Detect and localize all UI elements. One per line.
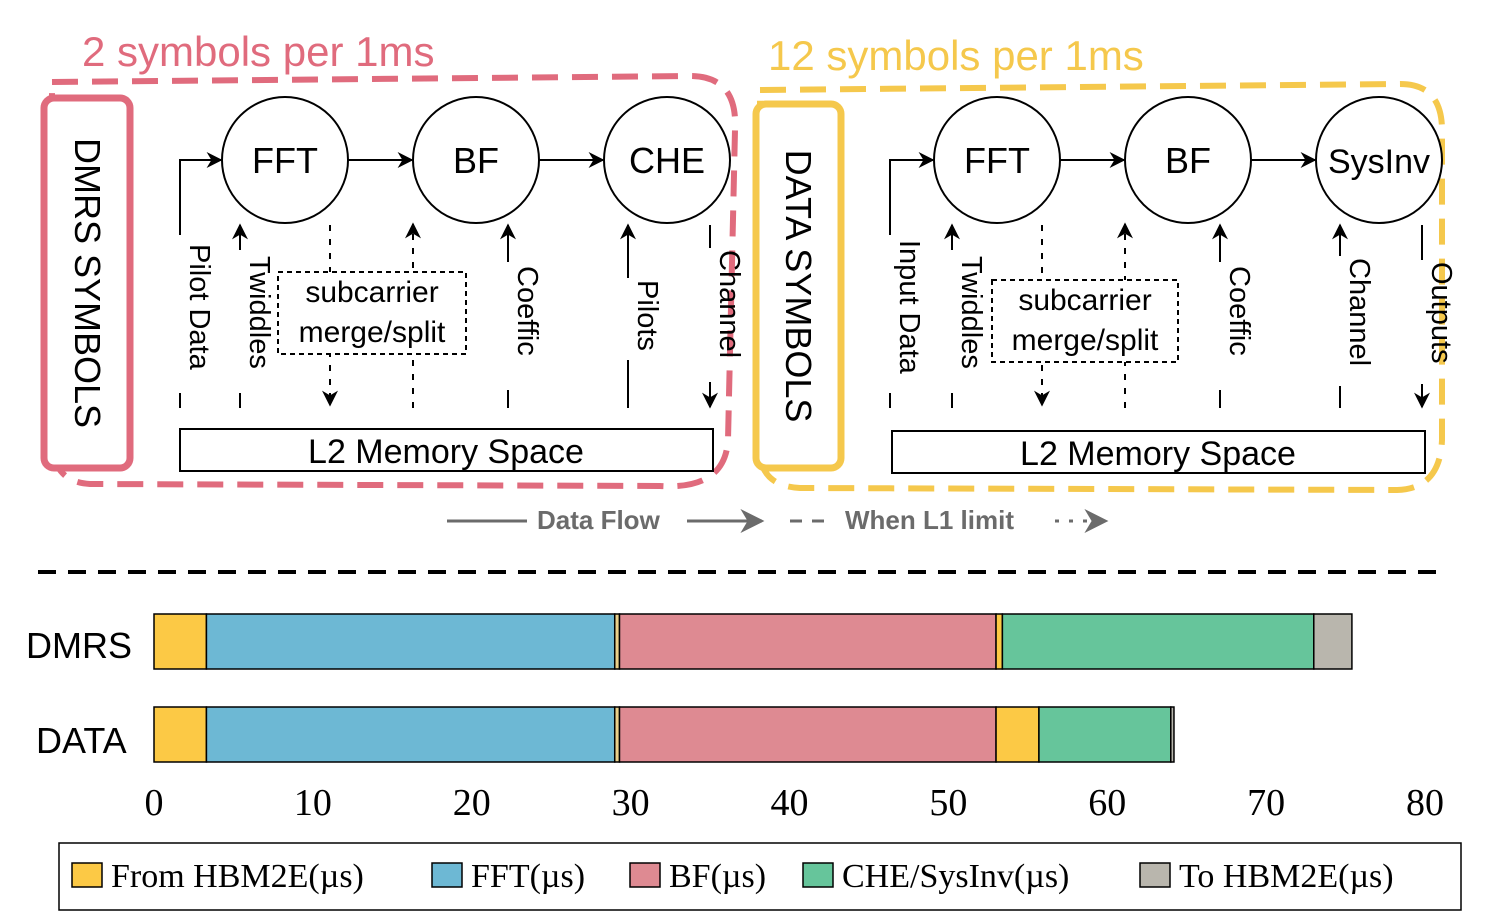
legend-label-0: From HBM2E(µs) bbox=[111, 858, 364, 895]
dmrs-pilots-label: Pilots bbox=[631, 280, 663, 351]
bar-segment-dmrs-4 bbox=[995, 613, 1004, 670]
bar-segment-data-5 bbox=[1038, 706, 1172, 763]
dmrs-group-title: 2 symbols per 1ms bbox=[82, 28, 434, 75]
data-coeffic-label: Coeffic bbox=[1223, 266, 1255, 356]
dmrs-pilot-data-line bbox=[179, 152, 223, 235]
legend-label-4: To HBM2E(µs) bbox=[1179, 858, 1394, 895]
data-twiddles-label: Twiddles bbox=[955, 256, 987, 369]
category-label-data: DATA bbox=[36, 720, 127, 761]
bar-segment-dmrs-3 bbox=[618, 613, 997, 670]
category-label-dmrs: DMRS bbox=[26, 625, 132, 666]
legend-swatch-4 bbox=[1139, 862, 1171, 888]
bar-segment-data-0 bbox=[153, 706, 208, 763]
data-group: 12 symbols per 1ms DATA SYMBOLS FFT BF S… bbox=[752, 32, 1457, 494]
dmrs-group: 2 symbols per 1ms DMRS SYMBOLS FFT BF CH… bbox=[40, 28, 745, 490]
data-group-border bbox=[757, 80, 1445, 494]
bar-segment-dmrs-5 bbox=[1001, 613, 1315, 670]
x-tick-label: 30 bbox=[612, 782, 650, 824]
l1-limit-label: When L1 limit bbox=[845, 505, 1014, 535]
data-side-box bbox=[752, 100, 845, 472]
bar-segment-data-6 bbox=[1170, 706, 1175, 763]
dmrs-group-border bbox=[49, 72, 739, 490]
data-channel-label: Channel bbox=[1343, 258, 1375, 366]
dmrs-memory-label: L2 Memory Space bbox=[308, 433, 584, 471]
bar-segment-dmrs-1 bbox=[205, 613, 616, 670]
x-tick-label: 20 bbox=[453, 782, 491, 824]
dmrs-fft-label: FFT bbox=[252, 140, 318, 181]
dmrs-memory-box bbox=[179, 428, 714, 472]
data-input-line bbox=[889, 152, 935, 235]
data-flow-label: Data Flow bbox=[537, 505, 661, 535]
dmrs-subcarrier-line1: subcarrier bbox=[305, 276, 438, 309]
x-tick-label: 70 bbox=[1247, 782, 1285, 824]
x-tick-label: 10 bbox=[294, 782, 332, 824]
dmrs-pilot-data-label: Pilot Data bbox=[183, 244, 215, 371]
dmrs-che-label: CHE bbox=[629, 140, 705, 181]
data-bf-label: BF bbox=[1165, 140, 1211, 181]
data-outputs-label: Outputs bbox=[1425, 262, 1457, 364]
legend-swatch-3 bbox=[802, 862, 834, 888]
x-tick-label: 40 bbox=[771, 782, 809, 824]
data-subcarrier-line1: subcarrier bbox=[1018, 284, 1151, 317]
legend-label-3: CHE/SysInv(µs) bbox=[842, 858, 1069, 895]
chart-legend-box bbox=[58, 842, 1462, 911]
dmrs-twiddles-label: Twiddles bbox=[243, 256, 275, 369]
data-fft-label: FFT bbox=[964, 140, 1030, 181]
data-memory-label: L2 Memory Space bbox=[1020, 435, 1296, 473]
x-tick-label: 80 bbox=[1406, 782, 1444, 824]
bar-segment-data-4 bbox=[995, 706, 1040, 763]
dmrs-coeffic-label: Coeffic bbox=[511, 266, 543, 356]
legend-swatch-2 bbox=[629, 862, 661, 888]
dmrs-subcarrier-box bbox=[277, 271, 467, 355]
dmrs-side-box bbox=[40, 94, 134, 472]
data-subcarrier-line2: merge/split bbox=[1012, 324, 1159, 357]
legend-label-2: BF(µs) bbox=[669, 858, 766, 895]
data-sysinv-label: SysInv bbox=[1328, 143, 1430, 181]
data-group-title: 12 symbols per 1ms bbox=[768, 32, 1144, 79]
legend-swatch-0 bbox=[71, 862, 103, 888]
data-input-label: Input Data bbox=[893, 240, 925, 375]
dmrs-bf-label: BF bbox=[453, 140, 499, 181]
dmrs-channel-label: Channel bbox=[713, 250, 745, 358]
bar-segment-dmrs-0 bbox=[153, 613, 208, 670]
x-tick-label: 50 bbox=[929, 782, 967, 824]
bar-segment-data-3 bbox=[618, 706, 997, 763]
data-memory-box bbox=[891, 430, 1426, 474]
bar-segment-dmrs-6 bbox=[1313, 613, 1353, 670]
x-tick-label: 0 bbox=[145, 782, 164, 824]
dmrs-side-label: DMRS SYMBOLS bbox=[67, 138, 108, 428]
dmrs-subcarrier-line2: merge/split bbox=[299, 316, 446, 349]
x-tick-label: 60 bbox=[1088, 782, 1126, 824]
timing-bar-chart: DMRS DATA 0 10 20 30 40 50 60 70 80 bbox=[26, 613, 1444, 824]
bar-segment-data-1 bbox=[205, 706, 616, 763]
data-subcarrier-box bbox=[991, 279, 1179, 363]
flow-legend: Data Flow When L1 limit bbox=[447, 505, 1109, 535]
legend-swatch-1 bbox=[431, 862, 463, 888]
chart-legend: From HBM2E(µs) FFT(µs) BF(µs) CHE/SysInv(µs… bbox=[58, 842, 1462, 911]
legend-label-1: FFT(µs) bbox=[471, 858, 585, 895]
data-side-label: DATA SYMBOLS bbox=[778, 150, 819, 423]
